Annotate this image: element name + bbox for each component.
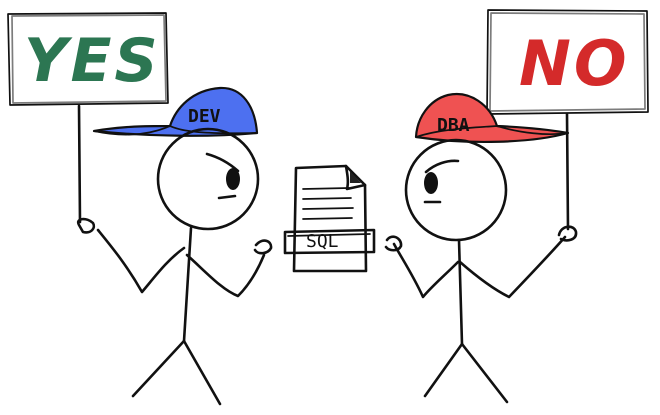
no-sign: NO [486,9,649,231]
dba-figure: DBA [384,92,578,404]
sql-label: SQL [306,231,339,252]
yes-sign: YES [7,12,169,224]
dev-cap-label: DEV [188,106,221,127]
sql-document-icon: SQL [283,164,376,273]
no-sign-text: NO [519,27,630,100]
dev-cap [92,86,259,137]
developer-figure: DEV [76,86,273,406]
dba-cap-label: DBA [437,115,470,136]
yes-sign-text: YES [24,26,161,96]
